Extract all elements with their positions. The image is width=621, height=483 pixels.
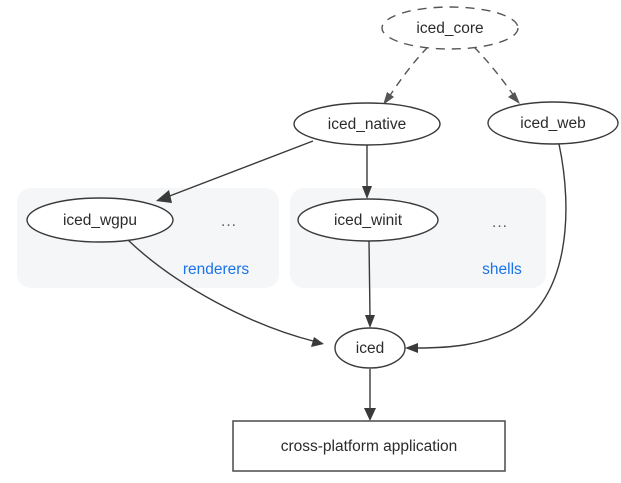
node-iced-ellipse[interactable] <box>334 327 406 369</box>
node-iced-core-ellipse[interactable] <box>381 6 519 50</box>
edge-winit-to-iced <box>365 240 375 328</box>
node-iced-wgpu-label: iced_wgpu <box>63 212 137 229</box>
node-iced-native[interactable]: iced_native <box>293 102 441 146</box>
shells-ellipsis: ... <box>492 214 508 231</box>
renderers-ellipsis: ... <box>221 213 237 230</box>
edge-winit-to-iced-line <box>368 240 371 317</box>
edge-wgpu-to-iced-line <box>127 239 314 342</box>
edge-native-to-wgpu <box>156 140 314 203</box>
node-iced-winit-label: iced_winit <box>334 212 403 229</box>
edge-iced-to-app-arrowhead <box>364 408 376 421</box>
node-iced-native-label: iced_native <box>328 116 406 133</box>
edge-native-to-wgpu-arrowhead <box>156 190 172 203</box>
node-iced-web[interactable]: iced_web <box>487 101 619 145</box>
node-iced-label: iced <box>356 340 384 357</box>
edge-iced-to-app <box>364 369 376 421</box>
edge-native-to-winit-arrowhead <box>362 186 372 199</box>
node-iced-core-label: iced_core <box>416 20 483 37</box>
node-application-label: cross-platform application <box>281 438 458 455</box>
node-iced-wgpu-ellipse[interactable] <box>26 197 174 243</box>
edge-web-to-iced-arrowhead <box>405 343 418 353</box>
edge-core-to-native-line <box>388 46 429 98</box>
cluster-renderers-label: renderers <box>183 261 250 278</box>
edge-native-to-wgpu-line <box>166 140 314 198</box>
edge-wgpu-to-iced-arrowhead <box>311 337 324 347</box>
node-iced-native-ellipse[interactable] <box>293 102 441 146</box>
edge-core-to-web-line <box>473 46 515 97</box>
edge-core-to-native <box>383 46 429 105</box>
edge-core-to-web-arrowhead <box>508 92 520 104</box>
node-iced-winit[interactable]: iced_winit <box>297 198 439 242</box>
edge-wgpu-to-iced <box>127 239 324 347</box>
edge-native-to-winit <box>362 145 372 199</box>
cluster-shells-label: shells <box>482 261 522 278</box>
node-application-rect[interactable] <box>232 420 506 472</box>
edge-web-to-iced-line <box>416 143 567 349</box>
node-iced-web-ellipse[interactable] <box>487 101 619 145</box>
node-iced-winit-ellipse[interactable] <box>297 198 439 242</box>
node-iced-core[interactable]: iced_core <box>381 6 519 50</box>
node-iced[interactable]: iced <box>334 327 406 369</box>
edge-core-to-native-arrowhead <box>383 92 394 105</box>
edge-winit-to-iced-arrowhead <box>365 315 375 328</box>
edge-web-to-iced <box>405 143 567 353</box>
node-application[interactable]: cross-platform application <box>232 420 506 472</box>
node-iced-web-label: iced_web <box>520 115 586 132</box>
node-iced-wgpu[interactable]: iced_wgpu <box>26 197 174 243</box>
edge-core-to-web <box>473 46 520 104</box>
